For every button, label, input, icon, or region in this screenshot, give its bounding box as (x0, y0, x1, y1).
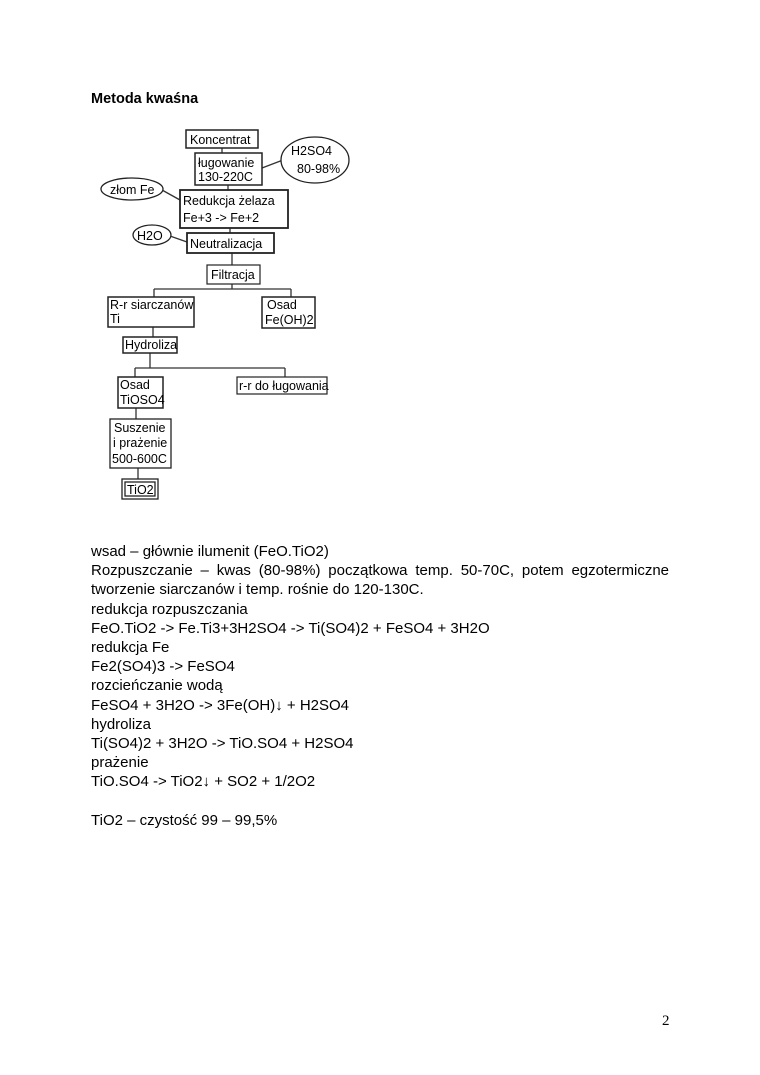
ellipse-h2o (132, 224, 172, 246)
label-osad-tioso4-2: TiOSO4 (120, 393, 165, 407)
connector-lines (134, 148, 292, 479)
label-koncentrat: Koncentrat (190, 133, 251, 147)
process-flowchart: Koncentrat ługowanie 130-220C H2SO4 80-9… (100, 129, 350, 500)
label-neutralizacja: Neutralizacja (190, 237, 262, 251)
label-zlom-fe: złom Fe (110, 183, 155, 197)
text-line: hydroliza (91, 715, 152, 733)
label-h2so4-1: H2SO4 (291, 144, 332, 158)
blank-line (91, 792, 669, 811)
text-line: redukcja rozpuszczania (91, 600, 248, 618)
equation-line: FeO.TiO2 -> Fe.Ti3+3H2SO4 -> Ti(SO4)2 + … (91, 619, 490, 637)
text-line: redukcja Fe (91, 639, 170, 657)
label-rr-siarczanow-2: Ti (110, 312, 120, 326)
label-h2o: H2O (137, 229, 163, 243)
label-rr-siarczanow-1: R-r siarczanów (110, 298, 194, 312)
label-osad-1: Osad (267, 298, 297, 312)
box-rr-siarczanow (107, 296, 195, 328)
page-number: 2 (662, 1013, 670, 1029)
box-neutralizacja (186, 232, 275, 254)
box-koncentrat (185, 129, 259, 149)
box-suszenie (109, 418, 172, 469)
equation-line: FeSO4 + 3H2O -> 3Fe(OH)↓ + H2SO4 (91, 696, 350, 714)
box-hydroliza (122, 336, 178, 354)
ellipse-zlom-fe (100, 177, 164, 201)
label-suszenie-2: i prażenie (113, 436, 167, 450)
box-redukcja (179, 189, 289, 229)
label-h2so4-2: 80-98% (297, 162, 340, 176)
text-paragraph: Rozpuszczanie – kwas (80-98%) początkowa… (91, 562, 669, 580)
text-line: TiO2 – czystość 99 – 99,5% (91, 811, 278, 829)
label-rr-lugowania: r-r do ługowania (239, 379, 329, 393)
box-rr-lugowania (236, 376, 328, 395)
equation-line: TiO.SO4 -> TiO2↓ + SO2 + 1/2O2 (91, 773, 316, 791)
label-lugowanie-2: 130-220C (198, 170, 253, 184)
label-lugowanie-1: ługowanie (198, 156, 254, 170)
text-line: rozcieńczanie wodą (91, 677, 223, 695)
label-suszenie-1: Suszenie (114, 421, 165, 435)
section-title: Metoda kwaśna (91, 91, 199, 107)
box-osad-tioso4 (117, 376, 164, 409)
label-tio2: TiO2 (127, 483, 154, 497)
text-line: prażenie (91, 754, 149, 772)
label-suszenie-3: 500-600C (112, 452, 167, 466)
box-filtracja (206, 264, 261, 285)
label-redukcja-1: Redukcja żelaza (183, 194, 275, 208)
label-hydroliza: Hydroliza (125, 338, 177, 352)
box-osad-feoh (261, 296, 316, 329)
body-text: wsad – głównie ilumenit (FeO.TiO2) Rozpu… (91, 542, 669, 830)
ellipse-h2so4 (280, 136, 350, 184)
label-redukcja-2: Fe+3 -> Fe+2 (183, 211, 259, 225)
label-filtracja: Filtracja (211, 268, 255, 282)
equation-line: Ti(SO4)2 + 3H2O -> TiO.SO4 + H2SO4 (91, 735, 354, 753)
label-osad-tioso4-1: Osad (120, 378, 150, 392)
box-lugowanie (194, 152, 263, 186)
text-line: tworzenie siarczanów i temp. rośnie do 1… (91, 581, 424, 599)
text-line: wsad – głównie ilumenit (FeO.TiO2) (91, 543, 329, 560)
label-osad-2: Fe(OH)2 (265, 313, 314, 327)
equation-line: Fe2(SO4)3 -> FeSO4 (91, 658, 235, 676)
